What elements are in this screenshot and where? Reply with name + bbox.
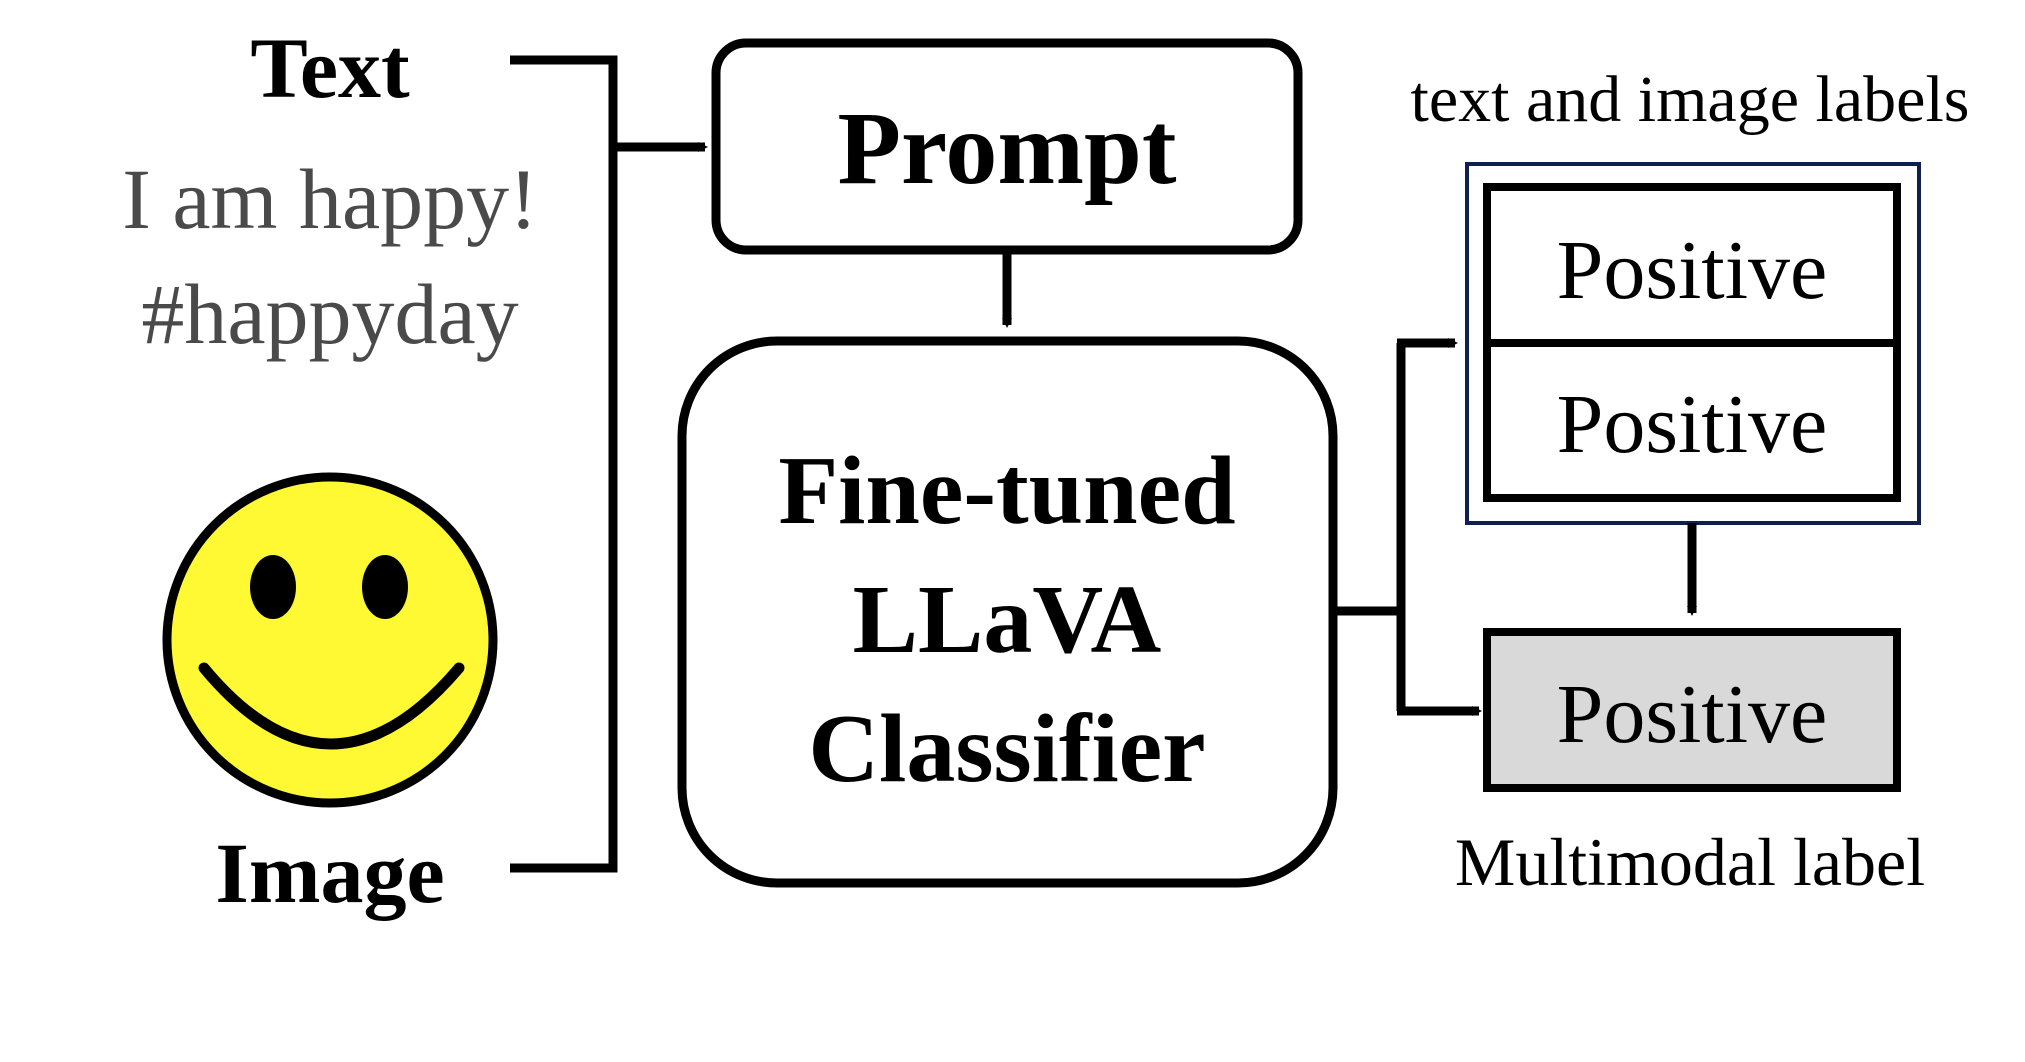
image-input-heading: Image (215, 825, 444, 921)
unimodal-labels-group: Positive Positive (1465, 162, 1921, 525)
classifier-label-line1: Fine-tuned (778, 437, 1235, 545)
text-sample-line2: #happyday (141, 266, 518, 362)
classifier-label-line3: Classifier (808, 695, 1205, 803)
smiley-face-icon (162, 472, 498, 808)
multimodal-label-box: Positive (1483, 628, 1901, 792)
multimodal-label-value: Positive (1557, 668, 1828, 761)
text-input-heading: Text (250, 20, 410, 116)
multimodal-label-caption: Multimodal label (1455, 824, 1925, 900)
unimodal-labels-caption: text and image labels (1411, 63, 1970, 136)
prompt-box: Prompt (711, 38, 1303, 255)
classifier-box: Fine-tuned LLaVA Classifier (677, 336, 1338, 888)
image-label-value: Positive (1557, 378, 1828, 471)
classifier-label-line2: LLaVA (853, 566, 1162, 674)
classifier-output-connector (1334, 338, 1482, 716)
input-bracket-connector (510, 55, 708, 873)
text-label-value: Positive (1557, 224, 1828, 317)
prompt-label: Prompt (838, 91, 1177, 206)
text-sample-line1: I am happy! (122, 151, 538, 247)
